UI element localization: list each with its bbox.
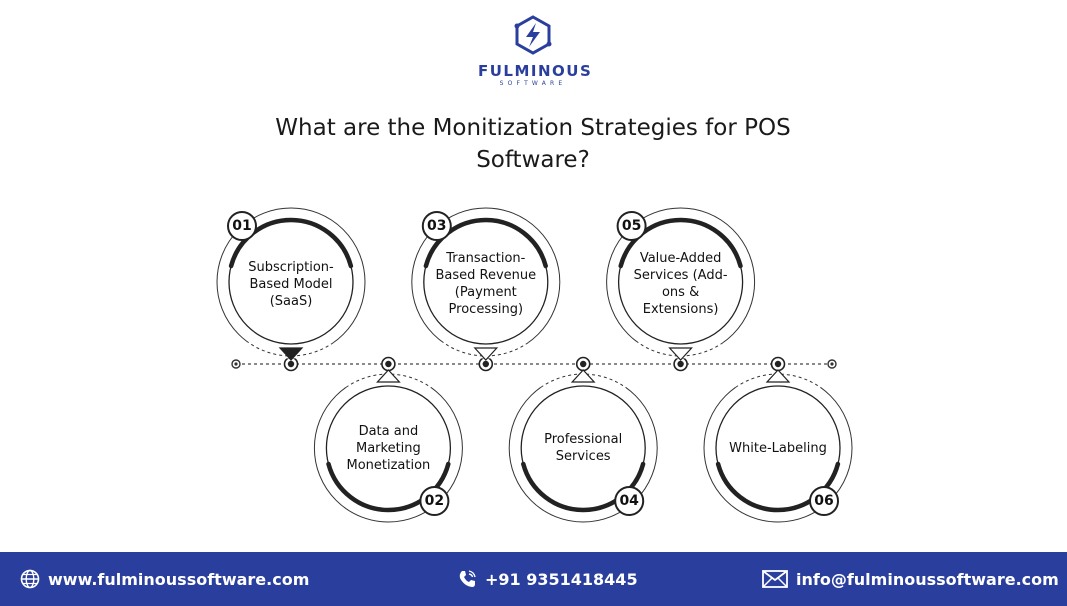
step-pointer-04	[570, 369, 596, 383]
step-dashed-arc-06	[735, 373, 821, 388]
step-label-01: Subscription-Based Model (SaaS)	[248, 259, 334, 309]
step-label-02: Data and Marketing Monetization	[346, 423, 431, 473]
timeline-node-core-04	[580, 360, 587, 368]
step-dashed-arc-01	[248, 342, 334, 357]
step-dashed-arc-03	[443, 342, 529, 357]
step-label-04: Professional Services	[544, 432, 623, 464]
brand-tagline: SOFTWARE	[499, 80, 567, 87]
step-number-03: 03	[427, 218, 447, 234]
footer-email[interactable]: info@fulminoussoftware.com	[762, 552, 1059, 606]
step-pointer-01	[278, 347, 304, 361]
step-badge-05	[616, 211, 647, 241]
mail-icon	[762, 570, 788, 588]
strategy-diagram	[216, 207, 853, 523]
step-pointer-05	[668, 347, 693, 361]
footer-website[interactable]: www.fulminoussoftware.com	[20, 552, 309, 606]
timeline-end-dot	[830, 362, 834, 366]
step-pointer-03	[473, 347, 499, 361]
step-badge-03	[421, 211, 452, 241]
website-link[interactable]: www.fulminoussoftware.com	[48, 569, 310, 589]
lightning-hexagon-icon	[514, 15, 552, 55]
step-label-05: Value-Added Services (Add-ons & Extensio…	[633, 251, 728, 317]
step-badge-01	[227, 211, 257, 241]
step-dashed-arc-05	[637, 342, 724, 357]
step-pointer-06	[765, 369, 791, 383]
step-thick-arc-01	[228, 217, 354, 269]
brand-name: FULMINOUS	[478, 62, 593, 80]
step-dashed-arc-02	[345, 373, 432, 388]
step-label-06: White-Labeling	[729, 440, 827, 456]
phone-icon	[459, 570, 476, 587]
step-number-05: 05	[621, 218, 642, 234]
step-badge-02	[419, 486, 450, 516]
step-thick-arc-03	[423, 217, 548, 269]
step-number-04: 04	[619, 493, 639, 509]
step-number-06: 06	[814, 493, 834, 509]
step-thick-arc-02	[326, 461, 451, 513]
globe-icon	[20, 569, 40, 589]
step-label-03: Transaction-Based Revenue (Payment Proce…	[435, 251, 537, 317]
step-badge-06	[809, 486, 839, 516]
step-thick-arc-06	[715, 461, 841, 513]
step-dashed-arc-04	[540, 373, 626, 388]
footer-phone[interactable]: +91 9351418445	[457, 552, 638, 606]
timeline-node-core-06	[774, 360, 782, 368]
step-badge-04	[614, 486, 645, 516]
timeline-node-core-03	[482, 360, 489, 368]
timeline-node-core-02	[385, 360, 392, 368]
timeline-node-core-01	[287, 360, 295, 368]
step-number-01: 01	[232, 218, 252, 234]
contact-footer: www.fulminoussoftware.com +91 9351418445…	[0, 552, 1067, 606]
step-thick-arc-05	[618, 217, 743, 269]
step-pointer-02	[376, 369, 401, 383]
timeline-node-core-05	[677, 360, 684, 368]
step-number-02: 02	[424, 493, 445, 509]
step-thick-arc-04	[521, 461, 646, 513]
phone-number[interactable]: +91 9351418445	[485, 569, 638, 589]
page-title: What are the Monitization Strategies for…	[275, 115, 791, 173]
email-address[interactable]: info@fulminoussoftware.com	[796, 569, 1059, 589]
brand-logo: FULMINOUS SOFTWARE	[478, 14, 593, 88]
timeline-start-dot	[234, 362, 238, 366]
